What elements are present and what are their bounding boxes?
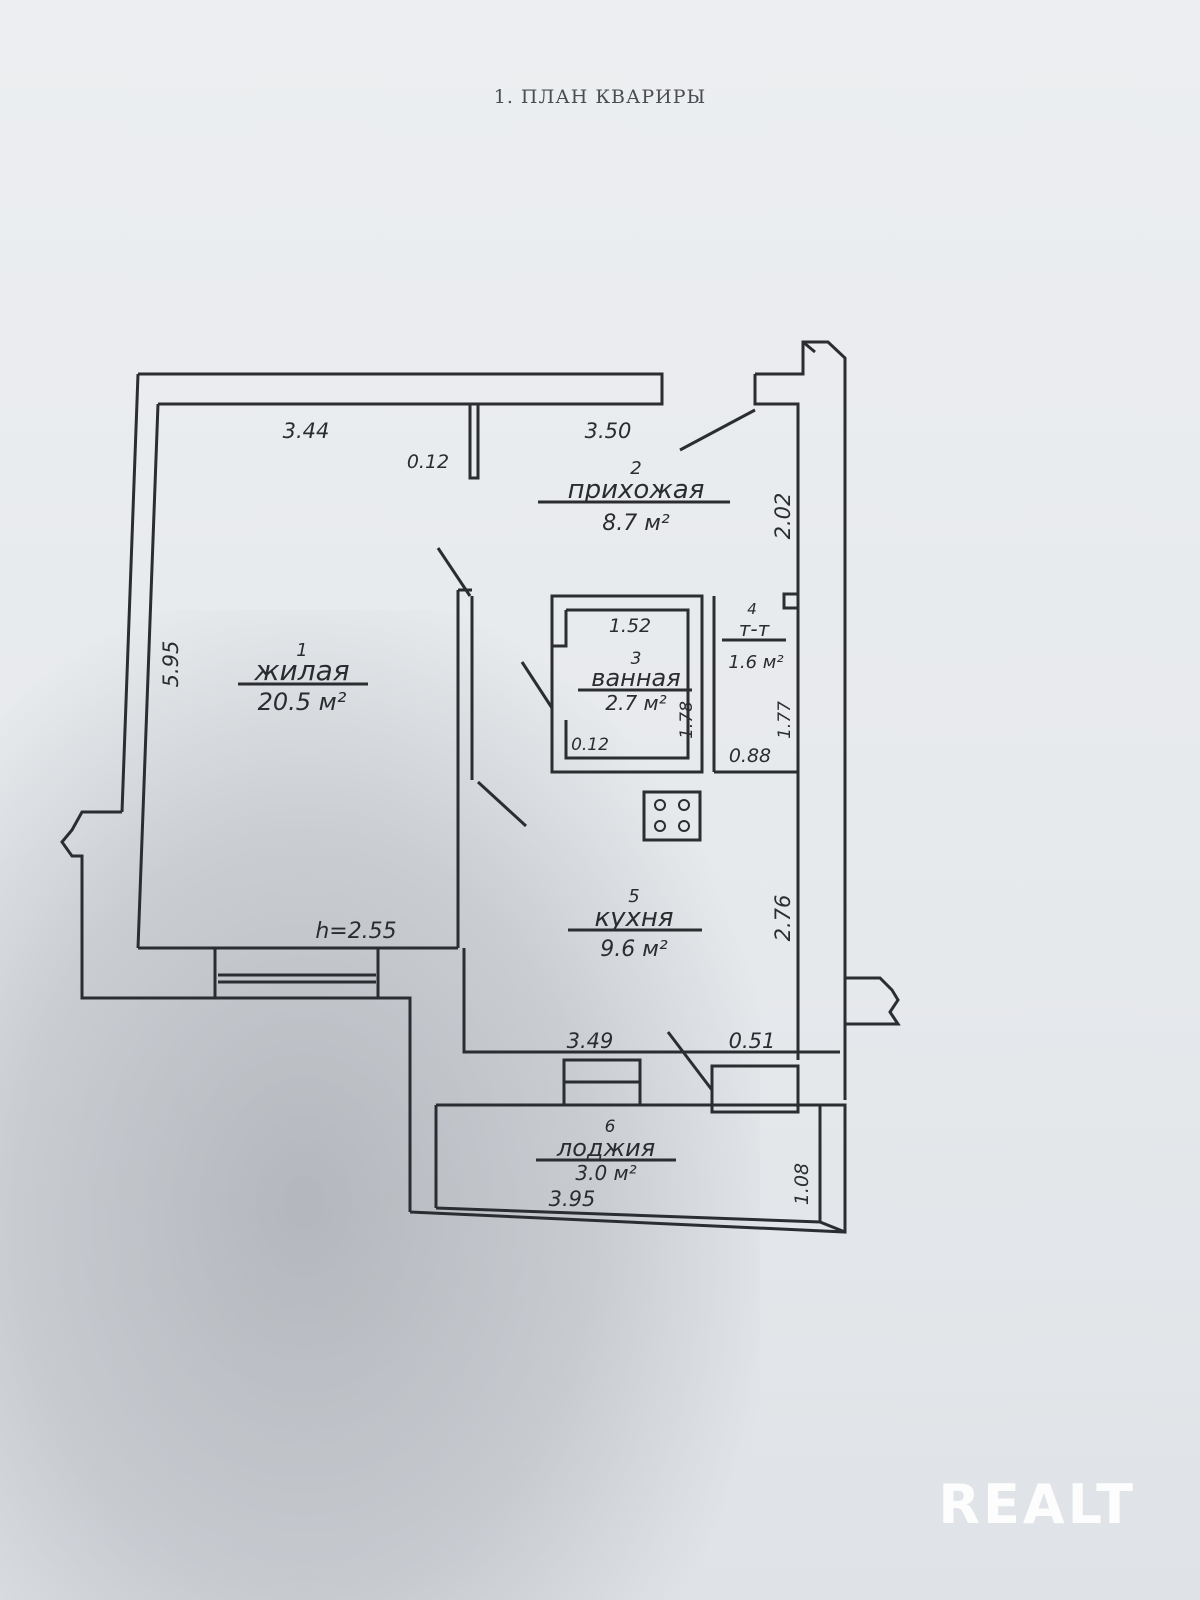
partition-lower — [462, 948, 840, 1054]
burner-2 — [678, 799, 690, 811]
living-window — [213, 948, 380, 998]
door-swing-bath — [520, 661, 554, 709]
dim-wall-top: 0.12 — [407, 451, 449, 473]
wall-left — [120, 373, 160, 949]
kitchen-right-jamb — [710, 1064, 800, 1114]
room-4-name: т-т — [739, 617, 771, 641]
realt-logo: REALT — [938, 1473, 1136, 1536]
partition-living — [456, 588, 474, 948]
dim-kitchen-depth: 2.76 — [771, 895, 795, 942]
wall-left-notch — [60, 810, 412, 1212]
room-1-number: 1 — [296, 640, 307, 661]
wall-right-upper — [753, 340, 847, 1100]
dim-loggia-depth: 1.08 — [791, 1163, 813, 1205]
wall-right-notch — [845, 976, 901, 1026]
dim-bath-wall: 0.12 — [571, 735, 609, 755]
room-5-area: 9.6 м² — [600, 937, 668, 962]
stove-burners — [654, 799, 690, 832]
dim-living-length: 5.95 — [159, 641, 183, 688]
room-2-area: 8.7 м² — [602, 511, 670, 536]
room-3-number: 3 — [631, 649, 642, 669]
dim-wc-depth: 1.77 — [775, 701, 795, 739]
dim-kitchen-recess: 0.51 — [729, 1029, 776, 1053]
bath-walls — [550, 594, 704, 774]
dim-hall-depth: 2.02 — [771, 493, 795, 540]
room-5-number: 5 — [628, 886, 639, 907]
door-swing-loggia — [666, 1031, 714, 1091]
kitchen-doorway — [562, 1058, 642, 1107]
stove — [642, 790, 702, 842]
wall-top-outer — [138, 372, 664, 406]
room-6-area: 3.0 м² — [575, 1161, 636, 1185]
dim-kitchen-width: 3.49 — [567, 1029, 614, 1053]
room-6-number: 6 — [605, 1117, 616, 1137]
burner-3 — [654, 820, 666, 832]
dim-bath-depth: 1.78 — [677, 701, 697, 739]
dim-living-width: 3.44 — [283, 419, 330, 443]
room-3-area: 2.7 м² — [605, 691, 666, 715]
wall-stub — [468, 404, 480, 480]
ceiling-height: h=2.55 — [315, 919, 396, 944]
dim-bath-width: 1.52 — [609, 615, 651, 637]
door-swing-kitchen — [476, 780, 528, 828]
dim-hall-width: 3.50 — [585, 419, 632, 443]
room-4-area: 1.6 м² — [728, 652, 783, 673]
loggia — [409, 1103, 847, 1234]
room-1-area: 20.5 м² — [258, 688, 347, 716]
plan-title: 1. ПЛАН КВАРИРЫ — [493, 86, 707, 108]
door-swing-entrance — [679, 408, 756, 452]
door-swing-living — [436, 547, 472, 597]
room-4-number: 4 — [747, 600, 757, 618]
room-2-number: 2 — [630, 458, 641, 479]
burner-4 — [678, 820, 690, 832]
room-2-name: прихожая — [568, 475, 705, 505]
burner-1 — [654, 799, 666, 811]
wc-walls — [712, 592, 800, 774]
dim-loggia-width: 3.95 — [549, 1187, 596, 1211]
room-3-name: ванная — [591, 664, 680, 692]
room-1-name: жилая — [253, 654, 349, 687]
room-6-name: лоджия — [556, 1134, 655, 1162]
room-5-name: кухня — [594, 903, 673, 933]
dim-wc-width: 0.88 — [729, 745, 771, 767]
